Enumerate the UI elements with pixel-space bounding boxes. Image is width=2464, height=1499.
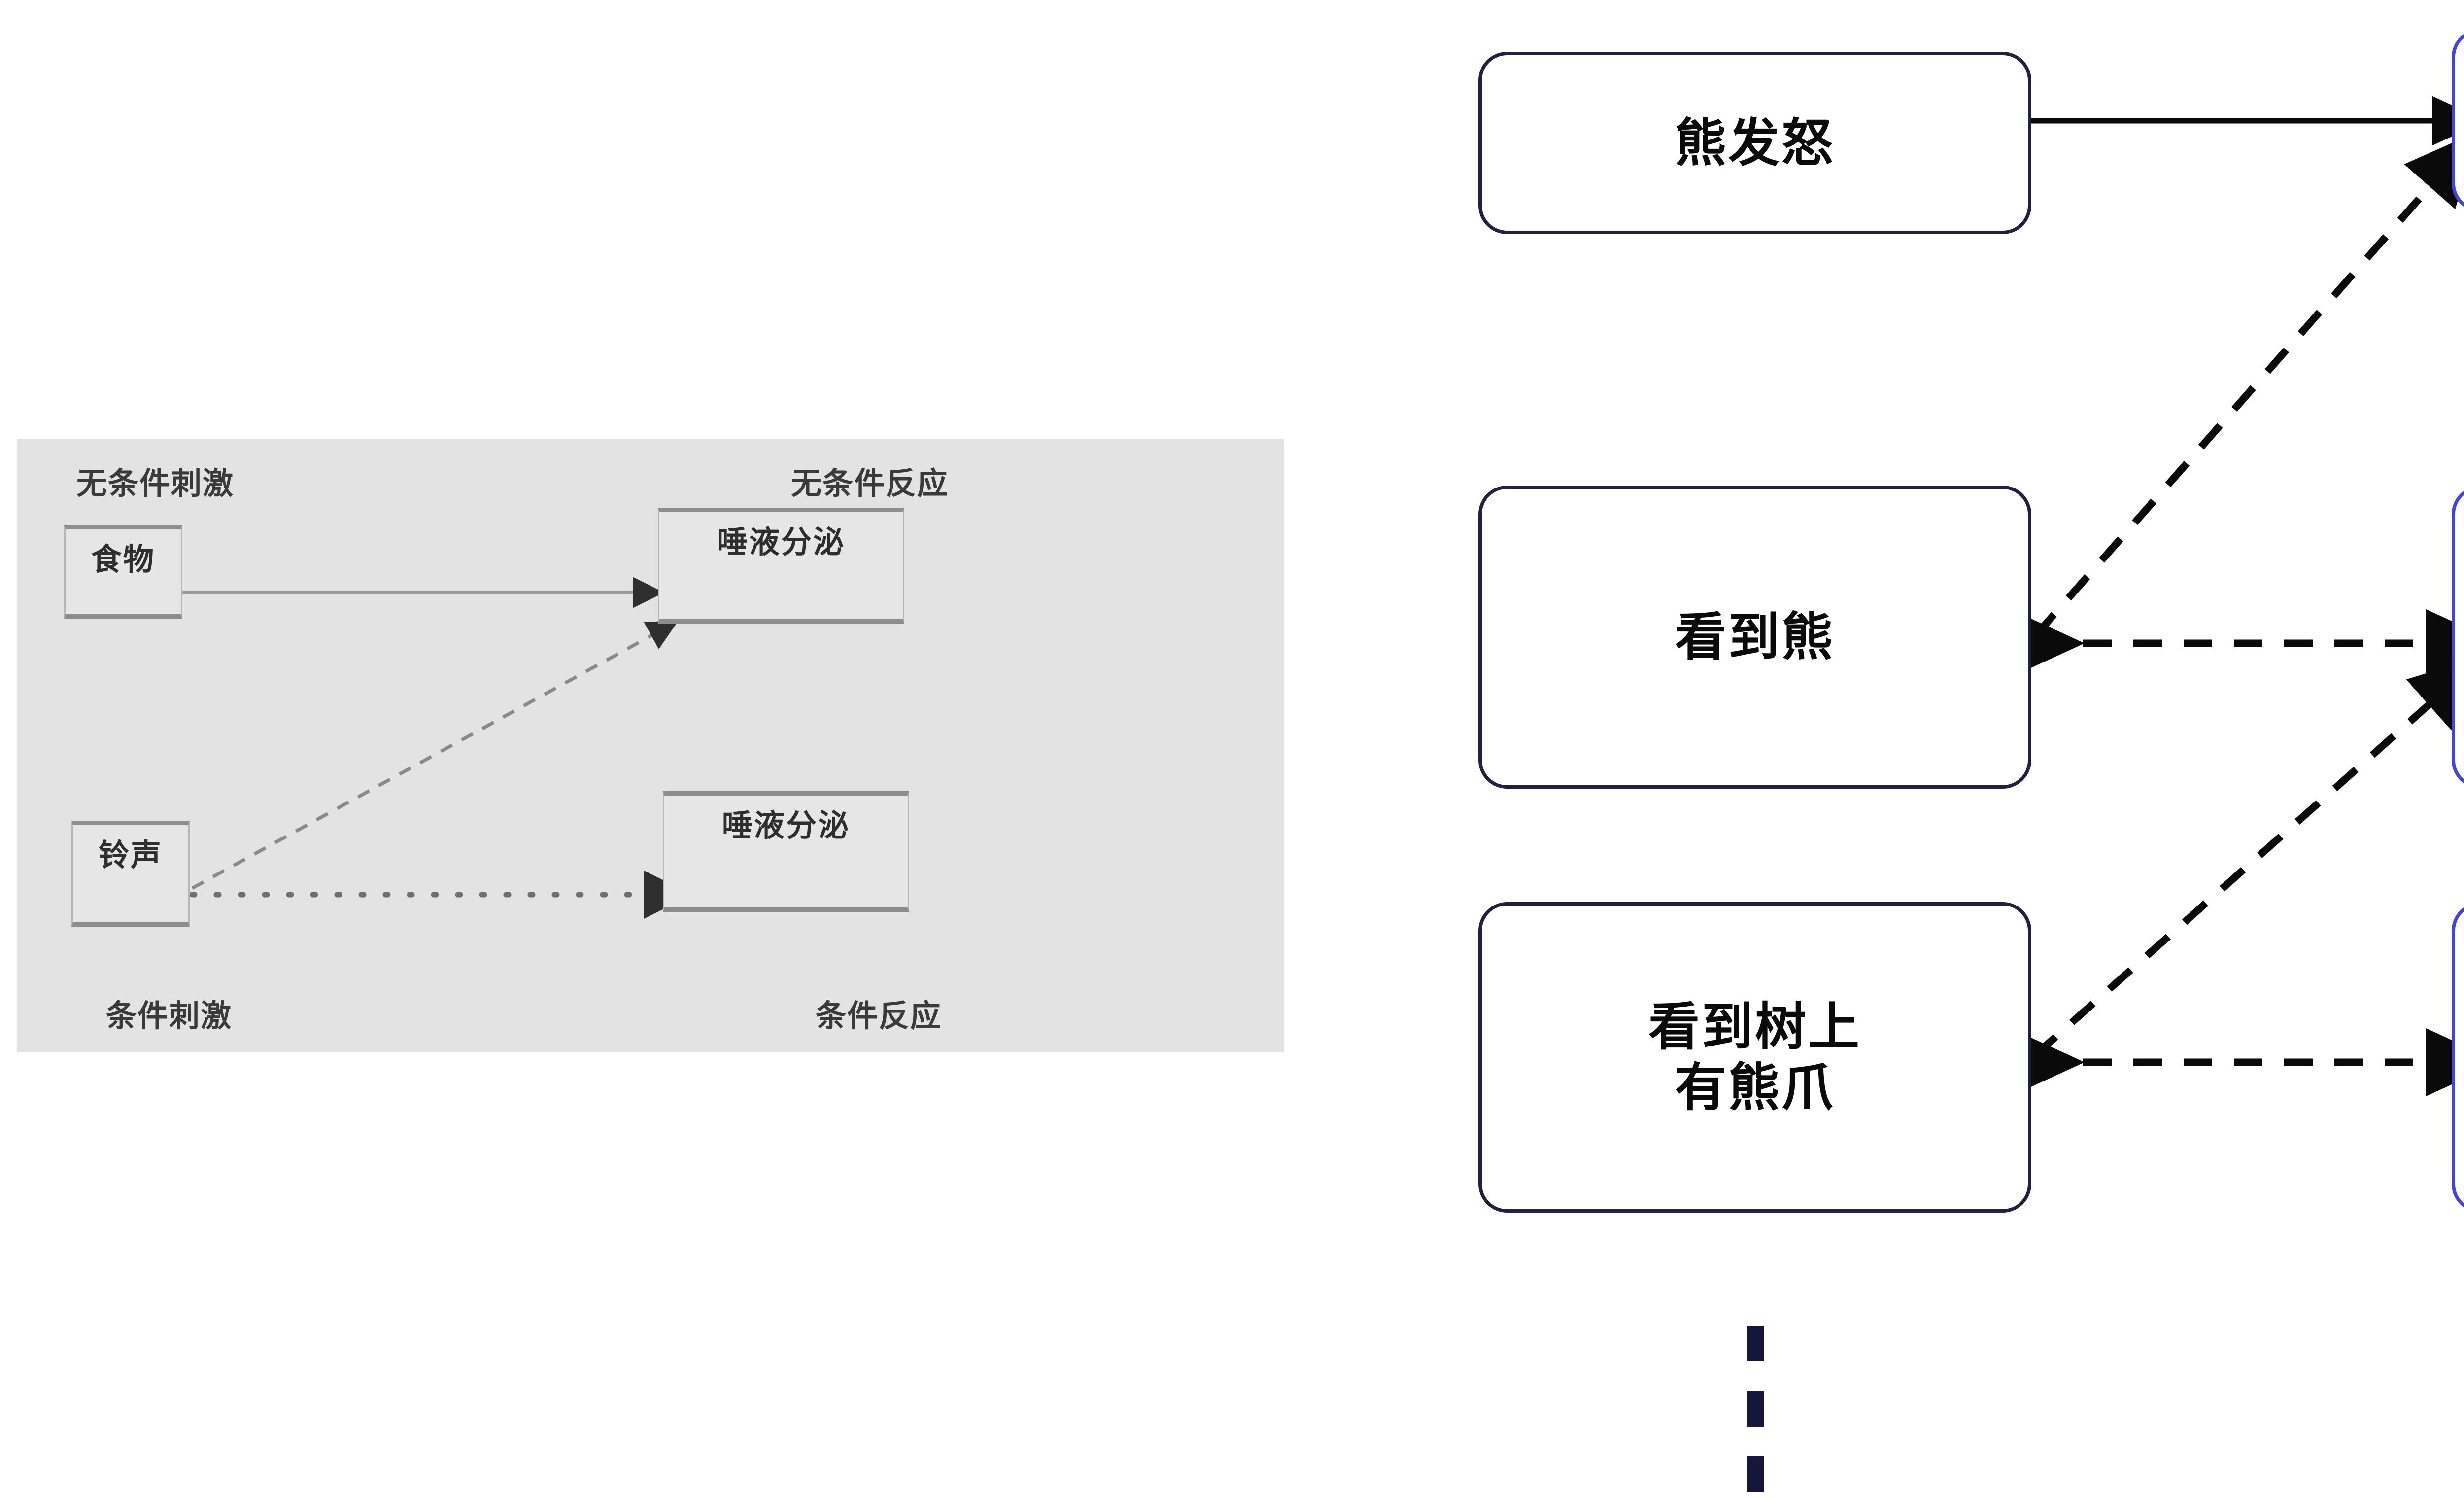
box-food-label: 食物 <box>91 541 155 577</box>
value-function-diagram: 熊发怒 看到熊 看到树上 有熊爪 奖励 V(s′) V(s) <box>1429 0 2464 1499</box>
state-box-see-claw-on-tree-label: 看到树上 有熊爪 <box>1648 997 1861 1117</box>
ellipsis-dot <box>1747 1391 1764 1427</box>
caption-conditioned-stimulus: 条件刺激 <box>106 998 233 1034</box>
box-salivation-unconditioned: 唾液分泌 <box>658 508 904 624</box>
classical-conditioning-panel: 无条件刺激 无条件反应 条件刺激 条件反应 食物 唾液分泌 铃声 唾液分泌 <box>17 439 1284 1052</box>
value-box-v-s-prime: V(s′) <box>2452 486 2464 789</box>
caption-conditioned-response: 条件反应 <box>816 998 942 1034</box>
box-bell: 铃声 <box>71 821 190 927</box>
box-salivation-conditioned-label: 唾液分泌 <box>721 807 850 843</box>
box-salivation-conditioned: 唾液分泌 <box>663 791 909 912</box>
box-salivation-unconditioned-label: 唾液分泌 <box>717 524 845 560</box>
arrow-bell-to-unconditioned-salivation <box>191 621 679 890</box>
state-box-see-bear-label: 看到熊 <box>1675 607 1835 667</box>
classical-conditioning-arrows <box>180 577 692 919</box>
state-ellipsis-icon <box>1747 1326 1764 1492</box>
box-bell-label: 铃声 <box>98 837 163 873</box>
connection-see-bear-to-reward <box>2032 131 2464 638</box>
box-food: 食物 <box>64 525 182 619</box>
value-box-reward: 奖励 <box>2452 29 2464 212</box>
caption-unconditioned-stimulus: 无条件刺激 <box>76 465 235 501</box>
ellipsis-dot <box>1747 1326 1764 1361</box>
state-box-see-claw-line2: 有熊爪 <box>1675 1057 1835 1117</box>
state-box-see-claw-on-tree: 看到树上 有熊爪 <box>1478 902 2031 1213</box>
state-box-bear-angry-label: 熊发怒 <box>1675 112 1835 173</box>
ellipsis-dot <box>1747 1456 1764 1492</box>
state-box-bear-angry: 熊发怒 <box>1478 52 2031 234</box>
value-box-v-s: V(s) <box>2452 902 2464 1213</box>
state-box-see-bear: 看到熊 <box>1478 486 2031 789</box>
caption-unconditioned-response: 无条件反应 <box>791 465 949 501</box>
value-diagram-connections <box>2011 96 2464 1096</box>
state-box-see-claw-line1: 看到树上 <box>1648 997 1861 1057</box>
connection-see-claw-to-v-s-prime <box>2032 656 2464 1059</box>
